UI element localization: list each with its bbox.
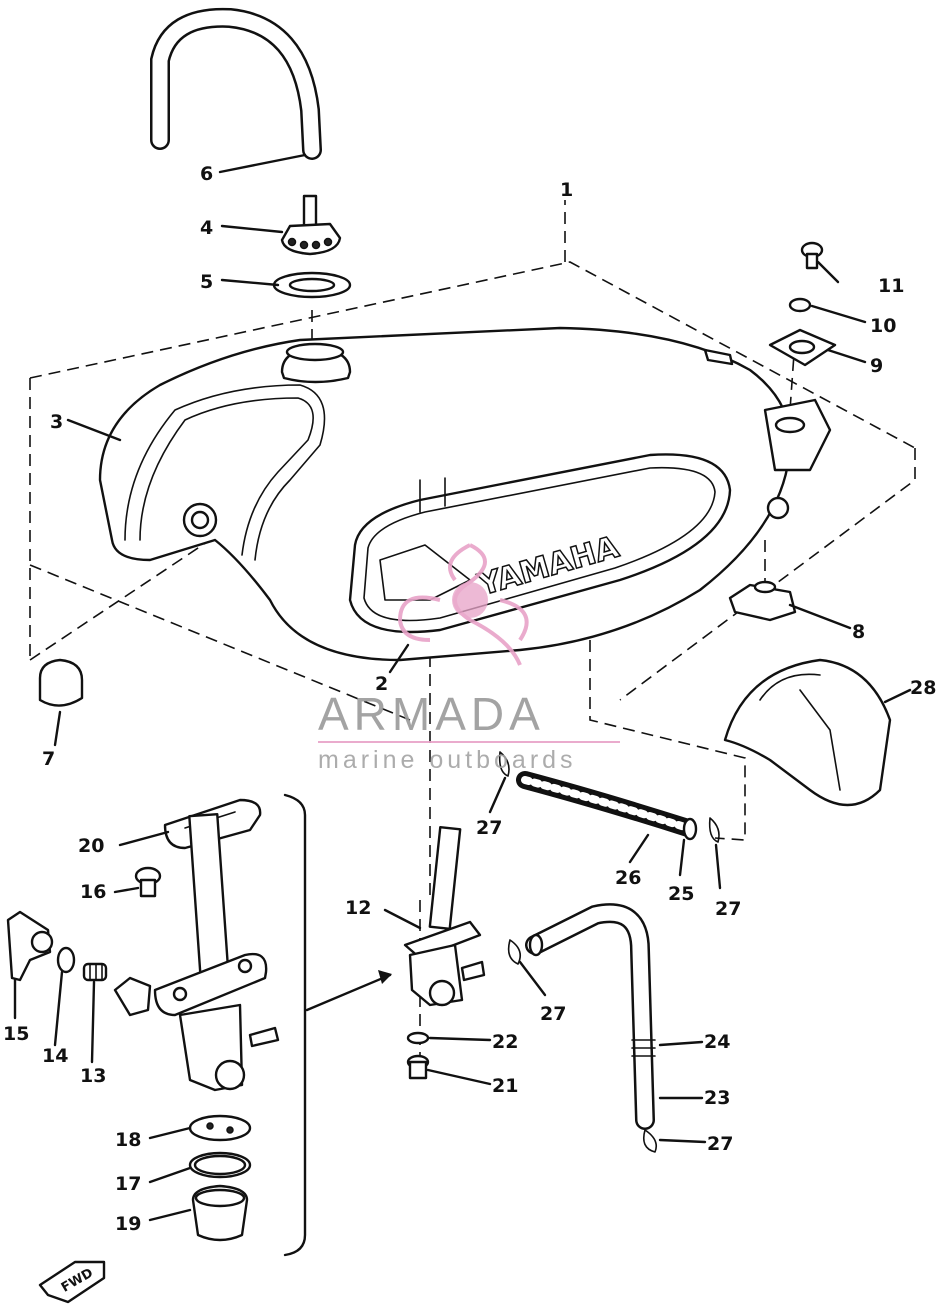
tank-plug — [38, 658, 84, 707]
leader-lines — [13, 153, 912, 1222]
callout-12: 12 — [345, 897, 371, 919]
callout-27-d: 27 — [707, 1133, 733, 1155]
callout-17: 17 — [115, 1173, 141, 1195]
breather-hose — [150, 7, 322, 160]
callout-16: 16 — [80, 881, 106, 903]
armada-watermark: ARMADA marine outboards — [318, 543, 620, 774]
callout-27-c: 27 — [540, 1003, 566, 1025]
hose-clips — [498, 751, 720, 1153]
sub-assembly-bracket — [283, 793, 307, 1257]
callout-8: 8 — [852, 621, 865, 643]
tank-cover — [723, 658, 892, 807]
callout-28: 28 — [910, 677, 936, 699]
fuel-tank: YAMAHA — [98, 326, 832, 662]
cap-gasket — [272, 271, 352, 299]
rear-mount-rubber — [728, 580, 797, 622]
assembly-arrow — [305, 973, 392, 1012]
lever-seal — [113, 976, 152, 1017]
callout-4: 4 — [200, 217, 213, 239]
watermark-brand: ARMADA — [318, 688, 545, 740]
fuel-pipe — [516, 771, 698, 841]
callout-25: 25 — [668, 883, 694, 905]
fuel-hose — [525, 903, 656, 1130]
callout-21: 21 — [492, 1075, 518, 1097]
fuel-cock-assembled — [403, 826, 486, 1007]
drain-screw — [406, 1054, 430, 1080]
cup-o-ring — [188, 1151, 252, 1179]
callout-3: 3 — [50, 411, 63, 433]
callout-15: 15 — [3, 1023, 29, 1045]
callout-27-a: 27 — [476, 817, 502, 839]
callout-19: 19 — [115, 1213, 141, 1235]
sediment-cup — [191, 1184, 249, 1242]
cock-screw — [134, 866, 162, 898]
callout-5: 5 — [200, 271, 213, 293]
callout-6: 6 — [200, 163, 213, 185]
cock-diaphragm — [188, 1114, 252, 1142]
callout-23: 23 — [704, 1087, 730, 1109]
callout-7: 7 — [42, 748, 55, 770]
callout-18: 18 — [115, 1129, 141, 1151]
filler-cap — [280, 194, 342, 256]
front-bracket-pad — [768, 328, 837, 367]
callout-24: 24 — [704, 1031, 730, 1053]
callout-27-b: 27 — [715, 898, 741, 920]
watermark-tagline: marine outboards — [318, 746, 577, 774]
washer — [788, 297, 812, 313]
callout-11: 11 — [878, 275, 904, 297]
watermark-logo — [397, 543, 529, 666]
lever-o-ring — [56, 946, 76, 974]
lever-spring — [82, 962, 108, 982]
callout-9: 9 — [870, 355, 883, 377]
callout-20: 20 — [78, 835, 104, 857]
callout-2: 2 — [375, 673, 388, 695]
fuel-cock-exploded — [153, 813, 280, 1092]
cock-lever — [6, 910, 54, 982]
fwd-direction-marker: FWD — [38, 1260, 106, 1304]
mount-bolt — [800, 241, 824, 270]
drain-washer — [406, 1031, 430, 1045]
callout-26: 26 — [615, 867, 641, 889]
callout-13: 13 — [80, 1065, 106, 1087]
callout-labels: 1 2 3 4 5 6 7 8 9 10 11 12 13 14 15 16 1… — [3, 163, 936, 1235]
callout-14: 14 — [42, 1045, 68, 1067]
callout-1: 1 — [560, 179, 573, 201]
callout-10: 10 — [870, 315, 896, 337]
callout-22: 22 — [492, 1031, 518, 1053]
